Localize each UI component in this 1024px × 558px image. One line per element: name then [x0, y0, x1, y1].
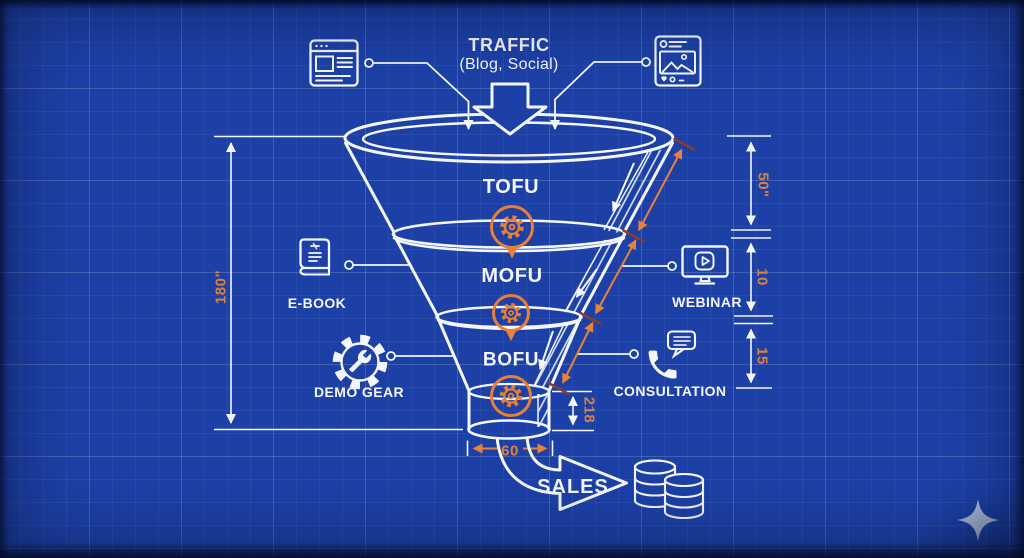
label-consultation: CONSULTATION [613, 383, 727, 399]
label-demo-gear: DEMO GEAR [314, 384, 404, 400]
consultation-icon [648, 330, 697, 379]
demo-gear-icon [332, 334, 388, 390]
funnel-flow-arrows [538, 162, 635, 370]
dim-total-height: 180" [212, 269, 230, 305]
sparkle-logo [957, 499, 999, 541]
gear-badge-mofu [492, 294, 530, 341]
ebook-icon [299, 238, 331, 276]
blog-post-icon [309, 39, 359, 87]
traffic-title: TRAFFIC [468, 35, 550, 55]
stage-label-mofu: MOFU [481, 265, 543, 287]
dim-slant-length: 218 [580, 396, 598, 424]
label-webinar: WEBINAR [672, 294, 742, 310]
sales-label: SALES [537, 476, 609, 498]
traffic-subtitle: (Blog, Social) [459, 56, 559, 73]
stage-label-tofu: TOFU [482, 176, 540, 198]
dim-neck-width: 60 [501, 442, 519, 460]
dim-bofu-depth: 15 [753, 347, 771, 365]
traffic-down-arrow [472, 82, 548, 136]
social-post-icon [654, 35, 702, 87]
webinar-icon [681, 245, 729, 285]
dim-tofu-depth: 50" [754, 172, 772, 198]
stage-label-bofu: BOFU [482, 349, 540, 371]
gear-badge-tofu [490, 205, 534, 259]
label-ebook: E-BOOK [287, 295, 347, 311]
gear-badge-bofu [490, 375, 532, 417]
coins-icon [633, 459, 705, 520]
dim-mofu-depth: 10 [753, 268, 771, 286]
